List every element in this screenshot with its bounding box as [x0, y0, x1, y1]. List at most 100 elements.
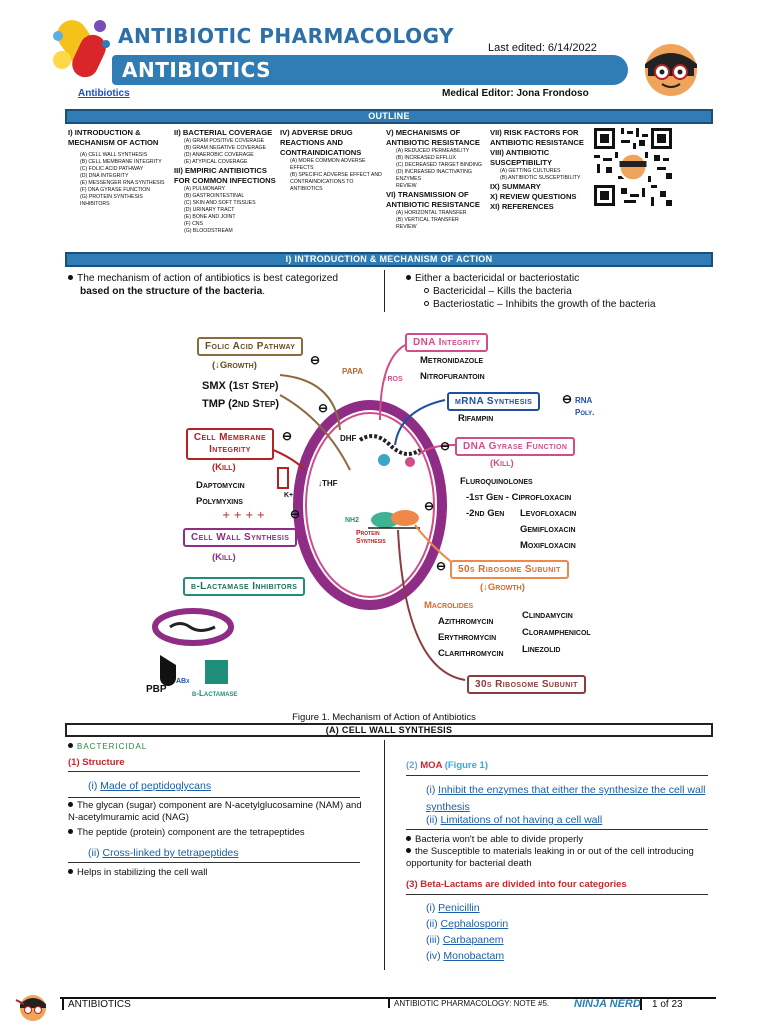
mini-dna: [169, 622, 216, 632]
outline-item[interactable]: (D) DNA INTEGRITY: [80, 173, 129, 179]
outline-col-5: VII) RISK FACTORS FOR ANTIBIOTIC RESISTA…: [490, 128, 590, 212]
outline-item[interactable]: (D) INCREASED INACTIVATING ENZYMES: [396, 169, 472, 182]
outline-item[interactable]: (B) INCREASED EFFLUX: [396, 155, 456, 161]
divide-bullet: Bacteria won't be able to divide properl…: [406, 833, 583, 846]
glycan-bullet: The glycan (sugar) component are N-acety…: [68, 800, 368, 823]
cell-membrane-box[interactable]: Cell Membrane Integrity: [186, 428, 274, 460]
protein-synthesis-label: Protein Synthesis: [356, 530, 386, 545]
outline-heading[interactable]: VIII) ANTIBIOTIC SUSCEPTIBILITY: [490, 148, 553, 167]
outline-item[interactable]: REVIEW: [396, 183, 417, 189]
outline-item[interactable]: (F) DNA GYRASE FUNCTION: [80, 187, 151, 193]
outline-item[interactable]: (A) HORIZONTAL TRANSFER: [396, 210, 467, 216]
outline-item[interactable]: (A) GETTING CULTURES: [500, 168, 561, 174]
outline-heading[interactable]: V) MECHANISMS OF ANTIBIOTIC RESISTANCE: [386, 128, 480, 147]
carbapenem-link[interactable]: Carbapanem: [442, 934, 504, 946]
outline-item[interactable]: (A) PULMONARY: [184, 186, 226, 192]
polymyxins-drug: Polymyxins: [196, 496, 243, 507]
outline-item[interactable]: (B) SPECIFIC ADVERSE EFFECT AND CONTRAIN…: [290, 172, 382, 192]
outline-item[interactable]: REVIEW: [396, 224, 417, 230]
linezolid-drug: Linezolid: [522, 644, 561, 655]
beta-category: (i) Penicillin: [426, 902, 480, 915]
outline-heading[interactable]: III) EMPIRIC ANTIBIOTICS FOR COMMON INFE…: [174, 166, 276, 185]
outline-heading[interactable]: IV) ADVERSE DRUG REACTIONS AND CONTRAIND…: [280, 128, 362, 157]
outline-heading[interactable]: VI) TRANSMISSION OF ANTIBIOTIC RESISTANC…: [386, 190, 480, 209]
dna-integrity-box[interactable]: DNA Integrity: [405, 333, 489, 352]
outline-item[interactable]: (E) ATYPICAL COVERAGE: [184, 159, 248, 165]
item-underline: [68, 797, 360, 798]
outline-item[interactable]: (C) FOLIC ACID PATHWAY: [80, 166, 144, 172]
outline-item[interactable]: (A) GRAM POSITIVE COVERAGE: [184, 138, 265, 144]
outline-item[interactable]: (F) CNS: [184, 221, 204, 227]
sub-bullet-dot: [424, 300, 429, 306]
moa-figure-ref[interactable]: (Figure 1): [444, 760, 488, 771]
inhibit-minus-icon: ⊖: [290, 507, 301, 521]
footer-brand-logo: NINJA NERD: [574, 998, 641, 1010]
figure-caption: Figure 1. Mechanism of Action of Antibio…: [292, 712, 476, 723]
cell-wall-section-header: (A) CELL WALL SYNTHESIS: [65, 723, 713, 737]
plus-marks: + + + +: [222, 510, 265, 521]
cephalosporin-link[interactable]: Cephalosporin: [440, 918, 509, 930]
outline-col-2: II) BACTERIAL COVERAGE (A) GRAM POSITIVE…: [174, 128, 278, 235]
macrolides-class: Macrolides: [424, 600, 474, 611]
outline-item[interactable]: (C) SKIN AND SOFT TISSUES: [184, 200, 256, 206]
metronidazole-drug: Metronidazole: [420, 355, 484, 366]
penicillin-link[interactable]: Penicillin: [438, 902, 480, 914]
bactericidal-text: BACTERICIDAL: [77, 742, 148, 751]
gyrase-arrow: [417, 444, 456, 456]
folic-arrow-2: [279, 394, 351, 471]
mrna-synthesis-box[interactable]: mRNA Synthesis: [447, 392, 541, 411]
clarithromycin-drug: Clarithromycin: [438, 648, 504, 659]
folic-effect: (↓Growth): [212, 360, 257, 371]
outline-item[interactable]: (B) CELL MEMBRANE INTEGRITY: [80, 159, 162, 165]
outline-item[interactable]: (D) URINARY TRACT: [184, 207, 235, 213]
bullet-dot: [68, 828, 73, 834]
outline-heading[interactable]: I) INTRODUCTION & MECHANISM OF ACTION: [68, 128, 159, 147]
beta-num: (3): [406, 879, 418, 890]
ninja-avatar-icon: [645, 44, 697, 96]
outline-item[interactable]: (C) DECREASED TARGET BINDING: [396, 162, 482, 168]
rna-poly-label: RNA Poly.: [575, 396, 595, 417]
bullet-dot: [406, 847, 411, 853]
outline-item[interactable]: (A) MORE COMMON ADVERSE EFFECTS: [290, 158, 366, 171]
bullet-dot: [406, 835, 411, 841]
outline-heading[interactable]: IX) SUMMARY: [490, 182, 541, 191]
divide-text: Bacteria won't be able to divide properl…: [415, 834, 584, 845]
cross-linked-link[interactable]: Cross-linked by tetrapeptides: [102, 847, 239, 859]
rna-polymerase: [378, 454, 390, 466]
ribosome-30s-box[interactable]: 30s Ribosome Subunit: [467, 675, 586, 694]
cell-wall-box[interactable]: Cell Wall Synthesis: [183, 528, 298, 547]
limitations-link[interactable]: Limitations of not having a cell wall: [440, 814, 603, 826]
qr-code-icon[interactable]: [594, 128, 672, 206]
intro-right-text: Either a bactericidal or bacteriostatic: [415, 273, 580, 284]
dna-gyrase-box[interactable]: DNA Gyrase Function: [455, 437, 576, 456]
outline-item[interactable]: (B) GRAM NEGATIVE COVERAGE: [184, 145, 267, 151]
outline-item[interactable]: (A) CELL WALL SYNTHESIS: [80, 152, 148, 158]
helps-bullet: Helps in stabilizing the cell wall: [68, 866, 207, 879]
inhibit-enzymes-link[interactable]: Inhibit the enzymes that either the synt…: [426, 784, 706, 813]
inhibit-minus-icon: ⊖: [310, 353, 321, 367]
monobactam-link[interactable]: Monobactam: [443, 950, 505, 962]
outline-item[interactable]: (B) GASTROINTESTINAL: [184, 193, 245, 199]
outline-item[interactable]: (E) BONE AND JOINT: [184, 214, 236, 220]
outline-heading[interactable]: X) REVIEW QUESTIONS: [490, 192, 577, 201]
outline-item[interactable]: (A) REDUCED PERMEABILITY: [396, 148, 470, 154]
breadcrumb-link[interactable]: Antibiotics: [78, 88, 130, 99]
outline-heading[interactable]: VII) RISK FACTORS FOR ANTIBIOTIC RESISTA…: [490, 128, 584, 147]
item-num: (i): [426, 784, 436, 796]
outline-item[interactable]: (E) MESSENGER RNA SYNTHESIS: [80, 180, 165, 186]
beta-lactamase-inhibitors-box[interactable]: β-Lactamase Inhibitors: [183, 577, 306, 596]
outline-item[interactable]: (G) BLOODSTREAM: [184, 228, 233, 234]
outline-item[interactable]: (B) ANTIBIOTIC SUSCEPTIBILITY: [500, 175, 581, 181]
outline-item[interactable]: (G) PROTEIN SYNTHESIS INHIBITORS: [80, 194, 143, 207]
folic-acid-box[interactable]: Folic Acid Pathway: [197, 337, 304, 356]
outline-item[interactable]: (B) VERTICAL TRANSFER: [396, 217, 459, 223]
beta-lactamase-shape: [205, 660, 228, 684]
outline-col-1: I) INTRODUCTION & MECHANISM OF ACTION (A…: [68, 128, 168, 208]
outline-heading[interactable]: XI) REFERENCES: [490, 202, 554, 211]
outline-heading[interactable]: II) BACTERIAL COVERAGE: [174, 128, 273, 137]
peptidoglycans-link[interactable]: Made of peptidoglycans: [100, 780, 212, 792]
paba-label: PAPA: [342, 367, 364, 376]
ribosome-50s-box[interactable]: 50s Ribosome Subunit: [450, 560, 569, 579]
ribosome-50s: [391, 510, 419, 526]
outline-item[interactable]: (D) ANAEROBIC COVERAGE: [184, 152, 254, 158]
